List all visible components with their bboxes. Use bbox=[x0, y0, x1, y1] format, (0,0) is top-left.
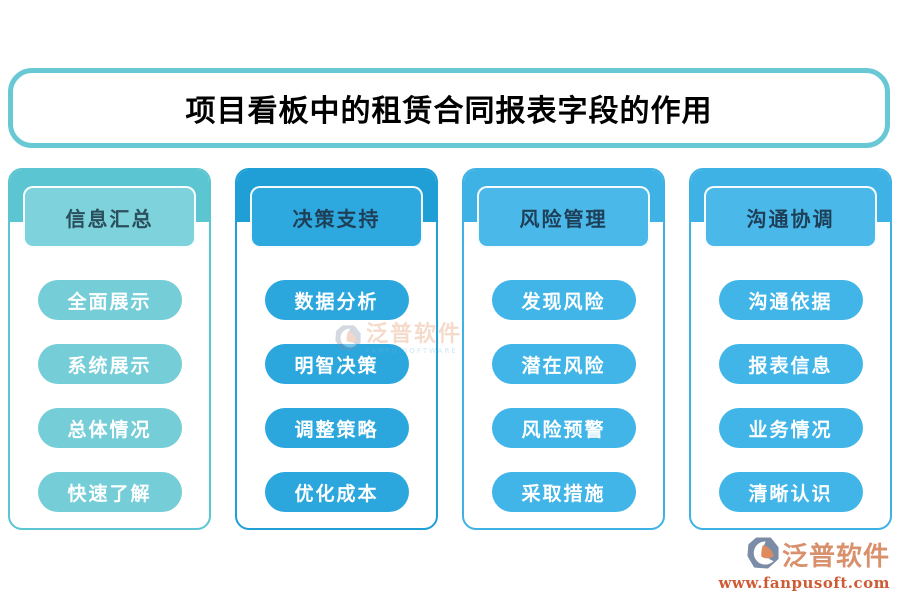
column-header-label: 信息汇总 bbox=[65, 206, 154, 231]
page-title: 项目看板中的租赁合同报表字段的作用 bbox=[185, 94, 713, 129]
pill-item: 报表信息 bbox=[718, 344, 863, 384]
logo-url: www.fanpusoft.com bbox=[718, 574, 890, 592]
column-header: 决策支持 bbox=[250, 186, 423, 248]
column-header: 沟通协调 bbox=[704, 186, 877, 248]
column-decision-support: 决策支持 数据分析 明智决策 调整策略 优化成本 bbox=[235, 168, 438, 530]
pill-item: 发现风险 bbox=[491, 280, 636, 320]
pill-item: 优化成本 bbox=[264, 472, 409, 512]
pill-item: 调整策略 bbox=[264, 408, 409, 448]
pill-item: 沟通依据 bbox=[718, 280, 863, 320]
column-communication: 沟通协调 沟通依据 报表信息 业务情况 清晰认识 bbox=[689, 168, 892, 530]
column-header: 信息汇总 bbox=[23, 186, 196, 248]
pill-list: 沟通依据 报表信息 业务情况 清晰认识 bbox=[691, 280, 890, 512]
pill-item: 系统展示 bbox=[37, 344, 182, 384]
pill-item: 风险预警 bbox=[491, 408, 636, 448]
pill-item: 潜在风险 bbox=[491, 344, 636, 384]
fanpu-logo: 泛普软件 www.fanpusoft.com bbox=[719, 536, 891, 592]
pill-list: 全面展示 系统展示 总体情况 快速了解 bbox=[10, 280, 209, 512]
pill-list: 发现风险 潜在风险 风险预警 采取措施 bbox=[464, 280, 663, 512]
columns-row: 信息汇总 全面展示 系统展示 总体情况 快速了解 决策支持 数据分析 明智决策 … bbox=[8, 168, 892, 530]
pill-item: 快速了解 bbox=[37, 472, 182, 512]
pill-item: 业务情况 bbox=[718, 408, 863, 448]
column-risk-management: 风险管理 发现风险 潜在风险 风险预警 采取措施 bbox=[462, 168, 665, 530]
fanpu-logo-icon bbox=[747, 536, 779, 573]
pill-item: 数据分析 bbox=[264, 280, 409, 320]
column-header-label: 决策支持 bbox=[292, 206, 381, 231]
pill-item: 采取措施 bbox=[491, 472, 636, 512]
logo-name: 泛普软件 bbox=[781, 542, 890, 572]
title-box: 项目看板中的租赁合同报表字段的作用 bbox=[8, 68, 890, 148]
pill-list: 数据分析 明智决策 调整策略 优化成本 bbox=[237, 280, 436, 512]
column-header-label: 沟通协调 bbox=[746, 206, 835, 231]
column-header-label: 风险管理 bbox=[519, 206, 608, 231]
pill-item: 总体情况 bbox=[37, 408, 182, 448]
pill-item: 清晰认识 bbox=[718, 472, 863, 512]
column-info-summary: 信息汇总 全面展示 系统展示 总体情况 快速了解 bbox=[8, 168, 211, 530]
pill-item: 全面展示 bbox=[37, 280, 182, 320]
pill-item: 明智决策 bbox=[264, 344, 409, 384]
column-header: 风险管理 bbox=[477, 186, 650, 248]
